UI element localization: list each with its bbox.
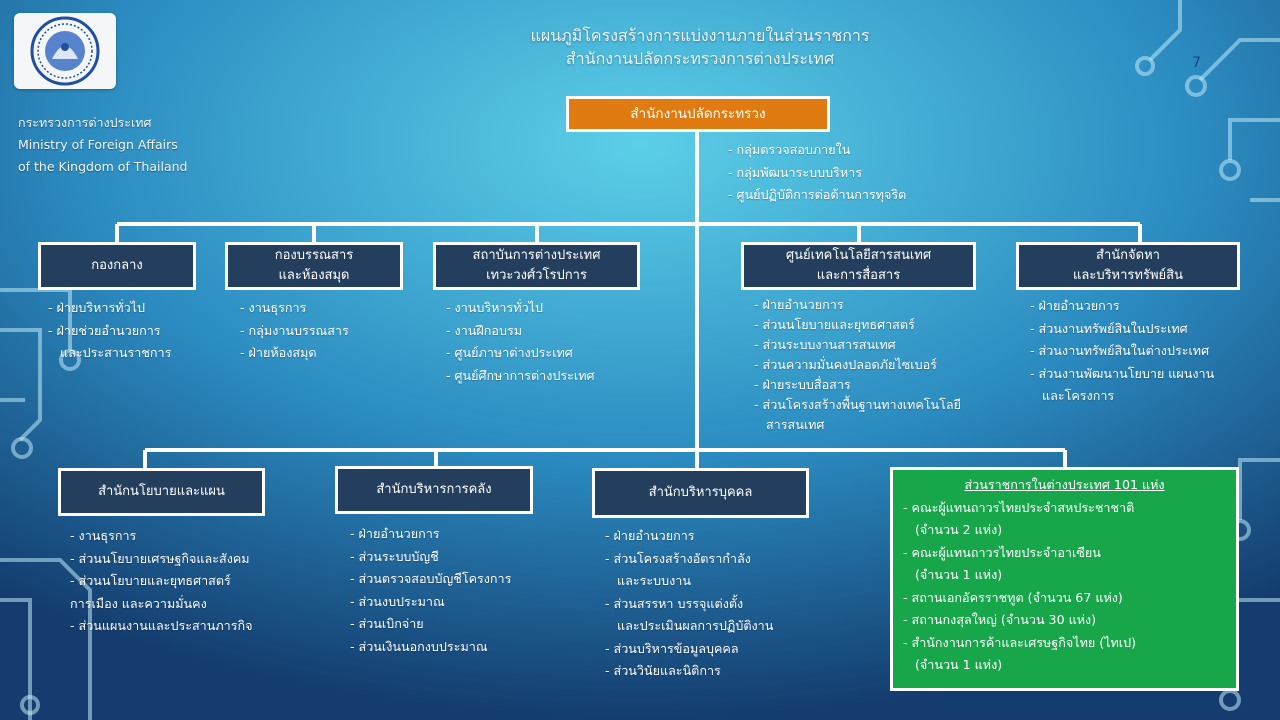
top-unit-box: สำนักงานปลัดกระทรวง	[566, 96, 830, 132]
list-item: (จำนวน 2 แห่ง)	[915, 522, 1003, 537]
list-item: - สำนักงานการค้าและเศรษฐกิจไทย (ไทเป)	[903, 634, 1137, 650]
list-item: - ส่วนตรวจสอบบัญชีโครงการ	[350, 571, 512, 586]
list-item: - ศูนย์ภาษาต่างประเทศ	[446, 345, 573, 360]
ministry-logo	[14, 13, 116, 89]
unit-label: สำนักจัดหา	[1096, 248, 1160, 263]
list-item: - ฝ่ายระบบสื่อสาร	[754, 377, 851, 392]
list-item: - งานธุรการ	[240, 300, 307, 315]
unit-list-personnel: - ฝ่ายอำนวยการ - ส่วนโครงสร้างอัตรากำลัง…	[605, 525, 773, 683]
list-item: - ฝ่ายอำนวยการ	[1030, 298, 1120, 313]
list-item: - ส่วนระบบงานสารสนเทศ	[754, 337, 896, 352]
unit-box-personnel: สำนักบริหารบุคคล	[592, 468, 809, 518]
list-item: - ส่วนแผนงานและประสานภารกิจ	[70, 618, 253, 633]
unit-label: และการสื่อสาร	[816, 268, 901, 283]
list-item: - ฝ่ายอำนวยการ	[605, 528, 695, 543]
list-item: - สถานเอกอัครราชทูต (จำนวน 67 แห่ง)	[903, 589, 1123, 605]
list-item: - คณะผู้แทนถาวรไทยประจำอาเซียน	[903, 544, 1101, 560]
unit-label: ศูนย์เทคโนโลยีสารสนเทศ	[785, 248, 932, 263]
list-item: และประเมินผลการปฏิบัติงาน	[617, 618, 774, 633]
list-item: - ส่วนโครงสร้างพื้นฐานทางเทคโนโลยี	[754, 397, 962, 412]
ministry-name-en-1: Ministry of Foreign Affairs	[18, 137, 178, 152]
list-item: - ฝ่ายห้องสมุด	[240, 345, 317, 360]
unit-box-foreign-affairs-institute: สถาบันการต่างประเทศ เทวะวงศ์วโรปการ	[433, 242, 640, 290]
garuda-seal-icon	[30, 16, 100, 86]
list-item: - กลุ่มพัฒนาระบบบริหาร	[728, 164, 862, 180]
list-item: - สถานกงสุลใหญ่ (จำนวน 30 แห่ง)	[903, 612, 1097, 627]
unit-list-procurement-assets: - ฝ่ายอำนวยการ - ส่วนงานทรัพย์สินในประเท…	[1030, 295, 1214, 408]
list-item: - ส่วนนโยบายเศรษฐกิจและสังคม	[70, 550, 250, 566]
list-item: - ส่วนบริหารข้อมูลบุคคล	[605, 640, 739, 656]
list-item: - งานบริหารทั่วไป	[446, 300, 543, 315]
list-item: - ส่วนระบบบัญชี	[350, 548, 439, 564]
unit-label: และบริหารทรัพย์สิน	[1073, 268, 1183, 283]
chart-title: แผนภูมิโครงสร้างการแบ่งงานภายในส่วนราชกา…	[0, 24, 1280, 70]
list-item: - ส่วนนโยบายและยุทธศาสตร์	[754, 317, 915, 332]
unit-box-archives-library: กองบรรณสาร และห้องสมุด	[225, 242, 403, 290]
list-item: - ส่วนงานพัฒนานโยบาย แผนงาน	[1030, 365, 1215, 381]
list-item: - ส่วนงานทรัพย์สินในประเทศ	[1030, 320, 1188, 336]
list-item: - ฝ่ายอำนวยการ	[754, 297, 844, 312]
unit-box-ict-center: ศูนย์เทคโนโลยีสารสนเทศ และการสื่อสาร	[741, 242, 976, 290]
unit-box-central-division: กองกลาง	[38, 242, 196, 290]
list-item: - ส่วนวินัยและนิติการ	[605, 663, 721, 678]
unit-label: เทวะวงศ์วโรปการ	[486, 268, 587, 283]
list-item: และโครงการ	[1042, 388, 1115, 403]
list-item: สารสนเทศ	[766, 417, 825, 432]
ministry-name-thai: กระทรวงการต่างประเทศ	[18, 115, 152, 130]
list-item: - ศูนย์ศึกษาการต่างประเทศ	[446, 367, 595, 383]
list-item: (จำนวน 1 แห่ง)	[915, 567, 1003, 582]
list-item: - งานฝึกอบรม	[446, 322, 523, 338]
list-item: - ส่วนนโยบายและยุทธศาสตร์	[70, 573, 231, 588]
unit-label: สถาบันการต่างประเทศ	[472, 248, 601, 263]
unit-list-central-division: - ฝ่ายบริหารทั่วไป - ฝ่ายช่วยอำนวยการ แล…	[48, 297, 171, 365]
list-item: - ส่วนเงินนอกงบประมาณ	[350, 638, 488, 654]
list-item: - คณะผู้แทนถาวรไทยประจำสหประชาชาติ	[903, 499, 1135, 515]
unit-list-ict-center: - ฝ่ายอำนวยการ - ส่วนนโยบายและยุทธศาสตร์…	[754, 295, 961, 435]
list-item: และประสานราชการ	[60, 345, 172, 360]
unit-label: กองกลาง	[91, 258, 143, 273]
ministry-name-en-2: of the Kingdom of Thailand	[18, 159, 188, 174]
unit-box-procurement-assets: สำนักจัดหา และบริหารทรัพย์สิน	[1016, 242, 1240, 290]
list-item: - ส่วนสรรหา บรรจุแต่งตั้ง	[605, 595, 744, 611]
list-item: - กลุ่มตรวจสอบภายใน	[728, 142, 851, 157]
list-item: การเมือง และความมั่นคง	[70, 595, 207, 611]
unit-box-finance: สำนักบริหารการคลัง	[335, 466, 533, 514]
unit-label: และห้องสมุด	[278, 268, 350, 283]
unit-label: สำนักบริหารบุคคล	[648, 485, 753, 500]
list-item: - ส่วนโครงสร้างอัตรากำลัง	[605, 550, 751, 566]
list-item: - ส่วนงานทรัพย์สินในต่างประเทศ	[1030, 343, 1210, 358]
unit-label: สำนักบริหารการคลัง	[376, 482, 492, 497]
unit-list-finance: - ฝ่ายอำนวยการ - ส่วนระบบบัญชี - ส่วนตรว…	[350, 523, 511, 658]
list-item: (จำนวน 1 แห่ง)	[915, 657, 1003, 672]
list-item: - ส่วนงบประมาณ	[350, 593, 445, 609]
list-item: - ฝ่ายอำนวยการ	[350, 526, 440, 541]
unit-box-policy-planning: สำนักนโยบายและแผน	[58, 468, 265, 516]
list-item: - ฝ่ายช่วยอำนวยการ	[48, 322, 161, 338]
unit-list-archives-library: - งานธุรการ - กลุ่มงานบรรณสาร - ฝ่ายห้อง…	[240, 297, 349, 365]
page-number: 7	[1192, 55, 1201, 71]
list-item: - ฝ่ายบริหารทั่วไป	[48, 300, 145, 315]
top-unit-label: สำนักงานปลัดกระทรวง	[630, 106, 766, 122]
list-item: - ส่วนความมั่นคงปลอดภัยไซเบอร์	[754, 357, 937, 372]
list-item: - งานธุรการ	[70, 528, 137, 543]
list-item: - ส่วนเบิกจ่าย	[350, 616, 424, 631]
unit-list-foreign-affairs-institute: - งานบริหารทั่วไป - งานฝึกอบรม - ศูนย์ภา…	[446, 297, 595, 387]
top-unit-groups: - กลุ่มตรวจสอบภายใน - กลุ่มพัฒนาระบบบริห…	[728, 139, 906, 207]
title-line-1: แผนภูมิโครงสร้างการแบ่งงานภายในส่วนราชกา…	[530, 26, 870, 45]
title-line-2: สำนักงานปลัดกระทรวงการต่างประเทศ	[565, 49, 835, 68]
overseas-header: ส่วนราชการในต่างประเทศ 101 แห่ง	[964, 477, 1165, 492]
ministry-name: กระทรวงการต่างประเทศ Ministry of Foreign…	[18, 112, 187, 178]
unit-label: กองบรรณสาร	[274, 248, 354, 263]
list-item: - ศูนย์ปฏิบัติการต่อต้านการทุจริต	[728, 187, 907, 202]
list-item: - กลุ่มงานบรรณสาร	[240, 322, 349, 338]
unit-list-policy-planning: - งานธุรการ - ส่วนนโยบายเศรษฐกิจและสังคม…	[70, 525, 252, 638]
unit-label: สำนักนโยบายและแผน	[98, 484, 225, 499]
list-item: และระบบงาน	[617, 573, 691, 588]
overseas-units-box: ส่วนราชการในต่างประเทศ 101 แห่ง - คณะผู้…	[890, 467, 1239, 691]
